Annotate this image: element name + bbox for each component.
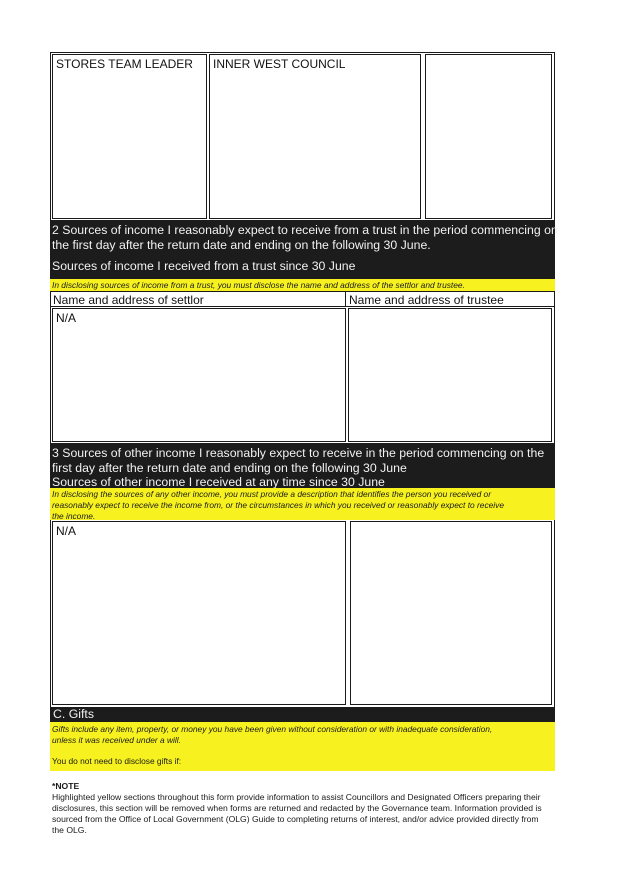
note-line4: the OLG. (52, 825, 87, 835)
note-line2: disclosures, this section will be remove… (52, 803, 542, 813)
settlor-field[interactable]: N/A (52, 308, 346, 442)
section3-heading-line3: Sources of other income I received at an… (52, 475, 385, 489)
third-field[interactable] (425, 54, 552, 219)
employer-value: INNER WEST COUNCIL (213, 57, 346, 71)
gifts-heading-text: C. Gifts (53, 707, 94, 721)
position-value: STORES TEAM LEADER (56, 57, 193, 71)
section3-guidance-line1: In disclosing the sources of any other i… (52, 489, 491, 499)
employer-field[interactable]: INNER WEST COUNCIL (209, 54, 421, 219)
section2-header-row (50, 291, 555, 307)
section3-guidance: In disclosing the sources of any other i… (50, 488, 555, 521)
note-block: *NOTE Highlighted yellow sections throug… (52, 781, 572, 836)
section2-heading-line2: the first day after the return date and … (52, 237, 431, 252)
section2-guidance-text: In disclosing sources of income from a t… (52, 280, 465, 290)
gifts-guidance-line2: unless it was received under a will. (52, 735, 181, 745)
section2-heading-line1: 2 Sources of income I reasonably expect … (52, 223, 558, 237)
gifts-guidance-line3: You do not need to disclose gifts if: (52, 756, 182, 766)
other-income-detail-field[interactable] (350, 521, 552, 705)
col-trustee-header: Name and address of trustee (349, 293, 504, 307)
settlor-value: N/A (56, 311, 77, 325)
trustee-value (349, 309, 551, 313)
other-income-field[interactable]: N/A (52, 521, 346, 705)
gifts-guidance: Gifts include any item, property, or mon… (50, 722, 555, 771)
trustee-field[interactable] (348, 308, 552, 442)
gifts-guidance-line1: Gifts include any item, property, or mon… (52, 724, 493, 734)
section3-heading-line2: first day after the return date and endi… (52, 460, 407, 475)
section2-subheading: Sources of income I received from a trus… (52, 259, 356, 273)
note-line3: sourced from the Office of Local Governm… (52, 814, 539, 824)
section3-guidance-line3: the income. (52, 511, 96, 521)
gifts-heading: C. Gifts (50, 707, 555, 722)
col-settlor-header: Name and address of settlor (53, 293, 204, 307)
other-income-value: N/A (56, 524, 77, 538)
other-income-detail-value (351, 522, 551, 526)
section2-heading: 2 Sources of income I reasonably expect … (50, 220, 558, 279)
section3-guidance-line2: reasonably expect to receive the income … (52, 500, 505, 510)
section2-guidance: In disclosing sources of income from a t… (50, 279, 555, 291)
third-value (426, 55, 551, 59)
header-divider (345, 291, 346, 307)
note-title: *NOTE (52, 781, 80, 791)
section3-heading-line1: 3 Sources of other income I reasonably e… (52, 446, 545, 460)
note-line1: Highlighted yellow sections throughout t… (52, 792, 541, 802)
position-field[interactable]: STORES TEAM LEADER (52, 54, 207, 219)
section3-heading: 3 Sources of other income I reasonably e… (50, 443, 555, 489)
